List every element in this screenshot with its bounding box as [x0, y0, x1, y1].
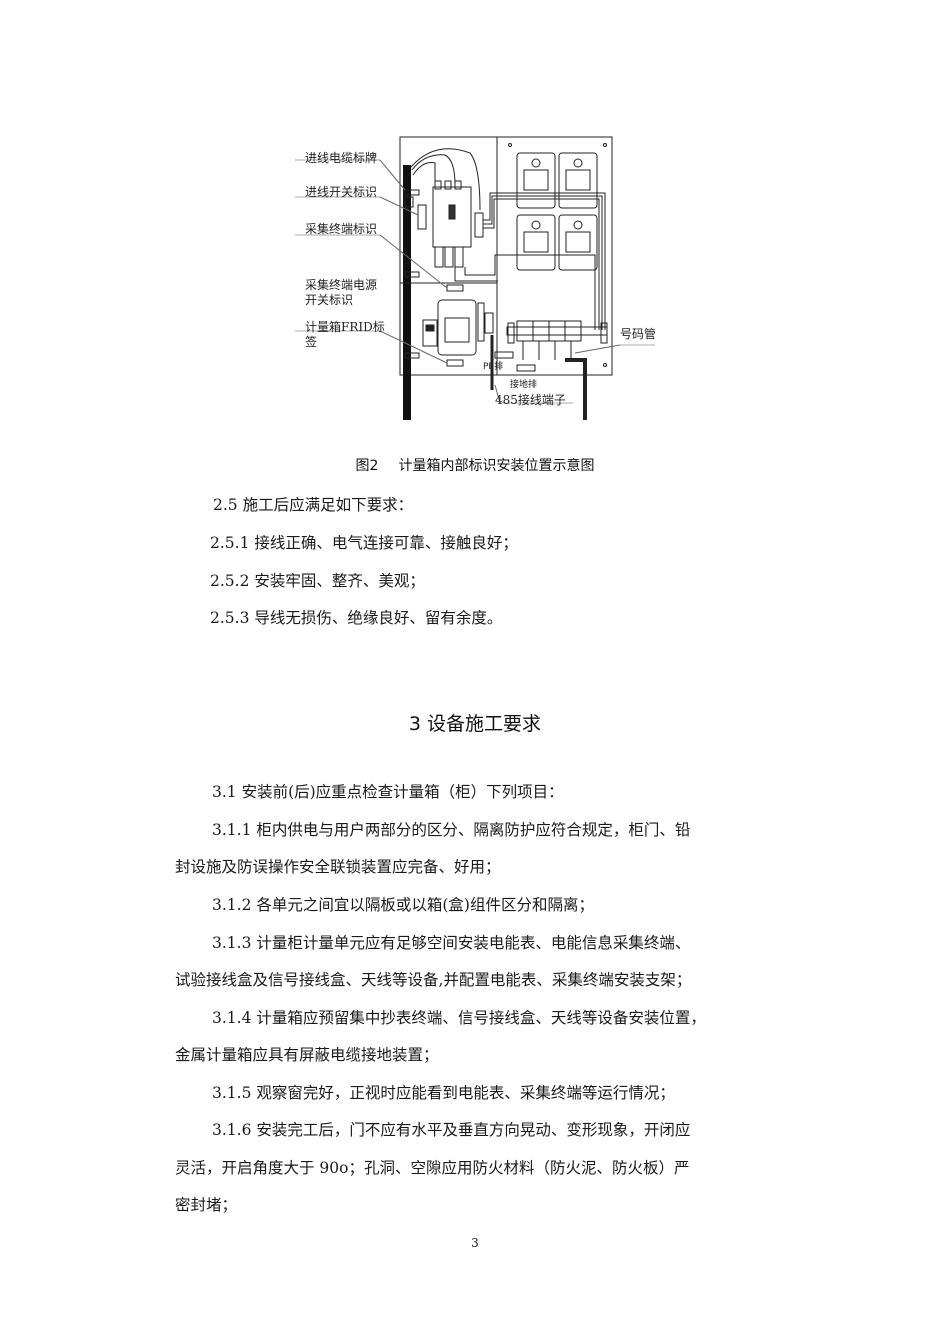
section-3-line: 3.1.4 计量箱应预留集中抄表终端、信号接线盒、天线等设备安装位置， — [212, 1009, 706, 1027]
label-terminal-power-switch-1: 采集终端电源 — [305, 278, 378, 292]
section-2-5-heading: 2.5 施工后应满足如下要求： — [213, 496, 414, 514]
figure-caption-text: 计量箱内部标识安装位置示意图 — [398, 458, 595, 474]
label-rfid-1: 计量箱FRID标 — [305, 320, 385, 334]
figure-number: 图2 — [355, 458, 379, 474]
label-terminal-power-switch-2: 开关标识 — [305, 293, 354, 307]
section-3-line: 3.1.5 观察窗完好，正视时应能看到电能表、采集终端等运行情况； — [212, 1084, 675, 1102]
section-3-line: 3.1.6 安装完工后，门不应有水平及垂直方向晃动、变形现象，开闭应 — [212, 1121, 691, 1139]
section-3-title: 3 设备施工要求 — [408, 713, 542, 735]
meter-box-drawing — [295, 136, 655, 420]
label-terminal-mark: 采集终端标识 — [305, 222, 378, 236]
page-number: 3 — [471, 1236, 479, 1250]
section-3-line: 灵活，开启角度大于 90o；孔洞、空隙应用防火材料（防火泥、防火板）严 — [175, 1159, 690, 1177]
section-2-5-item: 2.5.2 安装牢固、整齐、美观； — [210, 572, 425, 590]
section-3-line: 3.1.1 柜内供电与用户两部分的区分、隔离防护应符合规定，柜门、铅 — [212, 821, 691, 839]
label-rfid-2: 签 — [305, 335, 318, 349]
label-485-terminal: 485接线端子 — [495, 393, 566, 407]
label-ground-bar: 接地排 — [510, 380, 538, 390]
label-pe-bar: PE排 — [483, 362, 504, 372]
section-3-line: 3.1 安装前(后)应重点检查计量箱（柜）下列项目： — [212, 783, 564, 801]
section-3-line: 试验接线盒及信号接线盒、天线等设备,并配置电能表、采集终端安装支架； — [175, 971, 692, 989]
label-number-tube: 号码管 — [620, 327, 657, 341]
figure-caption: 图2 计量箱内部标识安装位置示意图 — [0, 455, 950, 475]
section-3-line: 金属计量箱应具有屏蔽电缆接地装置； — [175, 1046, 439, 1064]
section-2-5-item: 2.5.3 导线无损伤、绝缘良好、留有余度。 — [210, 609, 503, 627]
label-incoming-cable-tag: 进线电缆标牌 — [305, 151, 378, 165]
section-3-line: 密封堵； — [175, 1196, 238, 1214]
section-3-line: 3.1.3 计量柜计量单元应有足够空间安装电能表、电能信息采集终端、 — [212, 934, 691, 952]
section-3-line: 3.1.2 各单元之间宜以隔板或以箱(盒)组件区分和隔离； — [212, 896, 594, 914]
label-incoming-switch-mark: 进线开关标识 — [305, 185, 378, 199]
section-3-line: 封设施及防误操作安全联锁装置应完备、好用； — [175, 858, 501, 876]
section-2-5-item: 2.5.1 接线正确、电气连接可靠、接触良好； — [210, 534, 518, 552]
meter-box-diagram: 进线电缆标牌 进线开关标识 采集终端标识 采集终端电源 开关标识 计量箱FRID… — [295, 135, 665, 425]
